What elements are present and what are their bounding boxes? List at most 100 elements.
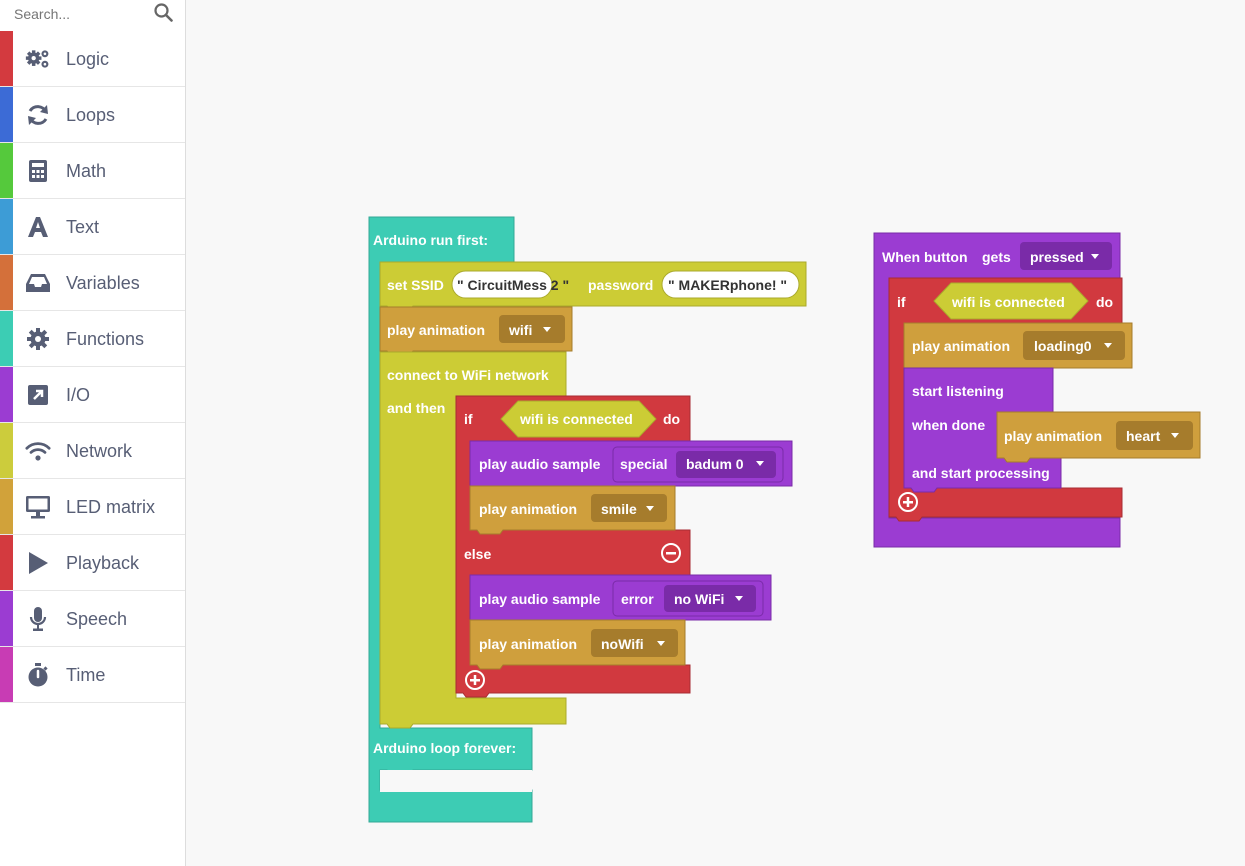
play-animation-nowifi-block[interactable]: play animation noWifi — [469, 619, 686, 670]
inbox-icon — [25, 270, 51, 296]
arduino-bottom-slot — [380, 770, 532, 792]
category-speech[interactable]: Speech — [0, 591, 185, 647]
arduino-run-first-label: Arduino run first: — [373, 232, 488, 248]
category-functions[interactable]: Functions — [0, 311, 185, 367]
category-color-bar — [0, 31, 13, 86]
wifi-icon — [25, 438, 51, 464]
category-color-bar — [0, 479, 13, 534]
category-math[interactable]: Math — [0, 143, 185, 199]
animation-dropdown-value: wifi — [508, 322, 532, 338]
play-animation-wifi-block[interactable]: play animation wifi — [379, 306, 573, 356]
category-label: Loops — [66, 105, 116, 125]
category-text[interactable]: Text — [0, 199, 185, 255]
category-loops[interactable]: Loops — [0, 87, 185, 143]
category-color-bar — [0, 255, 13, 310]
arduino-block[interactable]: Arduino run first: Arduino loop forever: — [368, 216, 533, 823]
when-button-block[interactable]: When button gets pressed — [873, 232, 1121, 548]
animation-dropdown[interactable] — [1116, 421, 1193, 450]
play-animation-label: play animation — [479, 501, 577, 517]
category-color-bar — [0, 535, 13, 590]
toolbox-search — [0, 0, 185, 31]
category-io[interactable]: I/O — [0, 367, 185, 423]
play-animation-label: play animation — [912, 338, 1010, 354]
animation-dropdown-value: smile — [601, 501, 637, 517]
do-label: do — [663, 411, 680, 427]
remove-else-button[interactable] — [661, 543, 681, 563]
audio-sample-dropdown[interactable] — [676, 451, 776, 478]
chevron-down-icon — [756, 461, 764, 466]
play-animation-label: play animation — [1004, 428, 1102, 444]
category-label: Playback — [66, 553, 140, 573]
workspace-canvas: Arduino run first: Arduino loop forever:… — [368, 216, 1201, 823]
button-event-value: pressed — [1030, 249, 1084, 265]
font-icon — [25, 214, 51, 240]
category-color-bar — [0, 423, 13, 478]
category-color-bar — [0, 199, 13, 254]
category-label: LED matrix — [66, 497, 156, 517]
gear-icon — [25, 326, 51, 352]
ssid-string-input[interactable] — [451, 270, 553, 299]
category-led-matrix[interactable]: LED matrix — [0, 479, 185, 535]
if-block[interactable]: if wifi is connected do — [888, 277, 1123, 522]
wifi-connected-condition[interactable] — [500, 400, 657, 438]
wifi-connected-label: wifi is connected — [951, 294, 1065, 310]
else-label: else — [464, 546, 491, 562]
play-animation-label: play animation — [387, 322, 485, 338]
arduino-loop-forever-label: Arduino loop forever: — [373, 740, 516, 756]
wifi-connected-label: wifi is connected — [519, 411, 633, 427]
wifi-connected-condition[interactable] — [933, 282, 1089, 320]
animation-dropdown-value: heart — [1126, 428, 1161, 444]
category-network[interactable]: Network — [0, 423, 185, 479]
external-link-icon — [25, 382, 51, 408]
category-color-bar — [0, 367, 13, 422]
start-listening-label: start listening — [912, 383, 1004, 399]
category-label: Math — [66, 161, 107, 181]
chevron-down-icon — [646, 506, 654, 511]
button-event-dropdown[interactable] — [1020, 242, 1112, 270]
gets-label: gets — [982, 249, 1011, 265]
blockly-workspace[interactable]: Arduino run first: Arduino loop forever:… — [187, 0, 1245, 866]
search-icon[interactable] — [154, 3, 173, 27]
add-condition-button[interactable] — [898, 492, 918, 512]
category-time[interactable]: Time — [0, 647, 185, 703]
category-logic[interactable]: Logic — [0, 31, 185, 87]
connect-wifi-label: connect to WiFi network — [387, 367, 549, 383]
if-label: if — [464, 411, 473, 427]
play-animation-heart-block[interactable]: play animation heart — [996, 411, 1201, 463]
search-input[interactable] — [12, 3, 146, 25]
animation-dropdown[interactable] — [591, 629, 678, 657]
set-ssid-block[interactable]: set SSID " CircuitMess 2 " password " MA… — [379, 261, 807, 311]
category-label: I/O — [66, 385, 91, 405]
category-variables[interactable]: Variables — [0, 255, 185, 311]
play-audio-sample-label: play audio sample — [479, 591, 601, 607]
if-label: if — [897, 294, 906, 310]
and-then-label: and then — [387, 400, 445, 416]
password-string-input[interactable] — [661, 270, 800, 299]
audio-sample-dropdown[interactable] — [664, 585, 756, 612]
play-audio-error-block[interactable]: play audio sample error no WiFi — [469, 574, 772, 625]
audio-category-label: special — [620, 456, 667, 472]
category-playback[interactable]: Playback — [0, 535, 185, 591]
play-audio-sample-block[interactable]: play audio sample special badum 0 — [469, 440, 793, 491]
audio-category-label: error — [621, 591, 654, 607]
password-label: password — [588, 277, 653, 293]
category-label: Functions — [66, 329, 145, 349]
stopwatch-icon — [25, 662, 51, 688]
category-label: Variables — [66, 273, 140, 293]
category-color-bar — [0, 647, 13, 702]
play-icon — [25, 550, 51, 576]
play-animation-smile-block[interactable]: play animation smile — [469, 485, 676, 535]
refresh-icon — [25, 102, 51, 128]
animation-dropdown-value: noWifi — [601, 636, 644, 652]
when-button-label: When button — [882, 249, 968, 265]
monitor-icon — [25, 494, 51, 520]
animation-dropdown[interactable] — [1023, 331, 1125, 360]
play-animation-loading-block[interactable]: play animation loading0 — [903, 322, 1133, 373]
do-label: do — [1096, 294, 1113, 310]
animation-dropdown[interactable] — [499, 315, 565, 343]
audio-sample-value: no WiFi — [674, 591, 724, 607]
ssid-value: " CircuitMess 2 " — [457, 277, 569, 293]
add-condition-button[interactable] — [465, 670, 485, 690]
animation-dropdown[interactable] — [591, 494, 667, 522]
chevron-down-icon — [1171, 433, 1179, 438]
